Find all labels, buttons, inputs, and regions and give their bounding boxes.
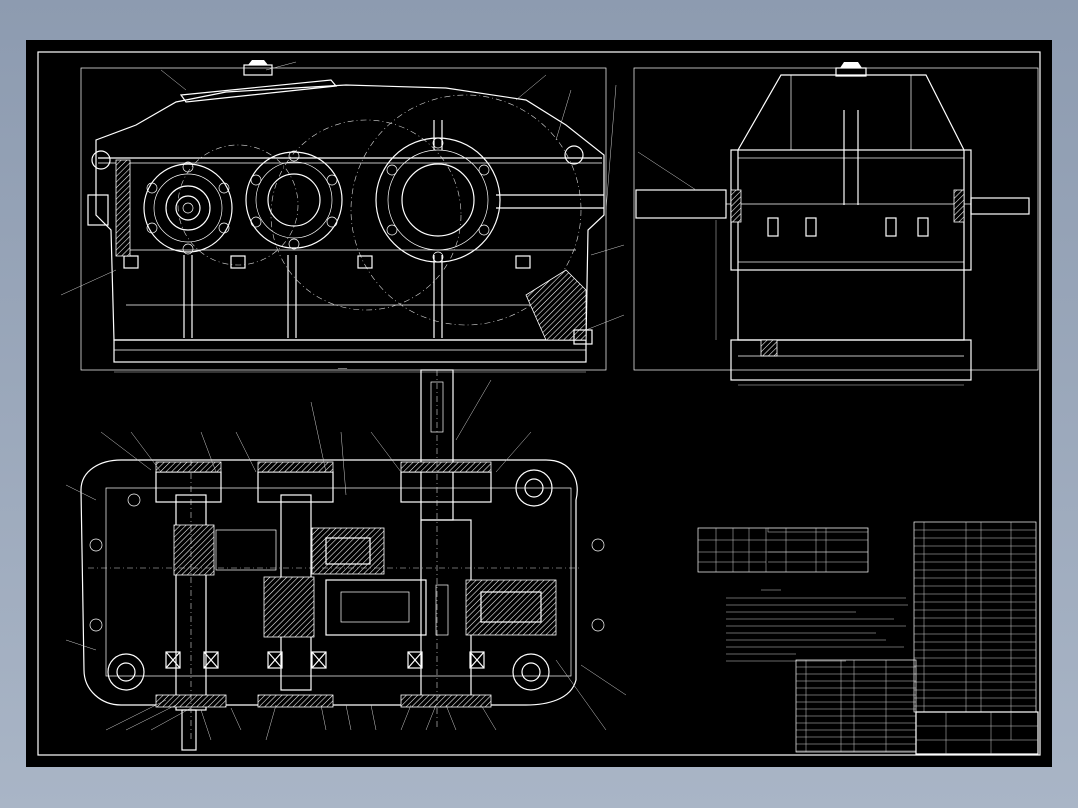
bearing-circle-3 <box>375 137 501 263</box>
bearing-circle-2 <box>245 151 343 249</box>
parts-list <box>795 521 1037 753</box>
meshing-table <box>697 527 869 573</box>
assembly-drawing: ___ <box>37 51 1041 756</box>
sheet-border <box>37 51 1041 756</box>
dimension-text: ___ <box>337 362 348 369</box>
drawing-sheet: ___ <box>26 40 1052 767</box>
bearing-circle-1 <box>143 163 233 253</box>
front-view: ___ <box>60 60 625 373</box>
technical-requirements <box>726 589 908 662</box>
side-view <box>633 62 1039 386</box>
top-section-view <box>65 369 627 751</box>
title-block <box>915 711 1039 755</box>
